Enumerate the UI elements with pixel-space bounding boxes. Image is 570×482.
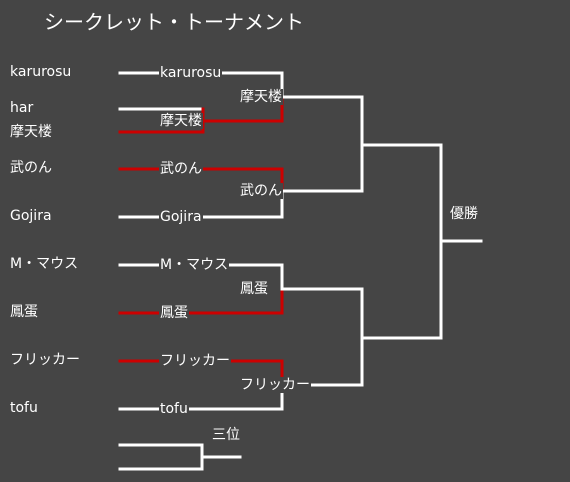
entrant-name: 鳳蛋 xyxy=(10,304,38,320)
entrant-name: karurosu xyxy=(10,64,72,80)
entrant-name: Gojira xyxy=(10,208,52,224)
round2-winner: 摩天楼 xyxy=(239,89,283,105)
champion-label: 優勝 xyxy=(450,206,478,222)
entrant-name: フリッカー xyxy=(10,352,80,368)
r1-line-houtan xyxy=(198,287,284,315)
semi-line-top xyxy=(360,143,443,243)
round1-winner: 摩天楼 xyxy=(159,113,203,129)
page-title: シークレット・トーナメント xyxy=(44,10,304,34)
round1-winner: tofu xyxy=(159,401,189,417)
round1-winner: karurosu xyxy=(159,65,223,81)
round2-winner: フリッカー xyxy=(239,377,311,393)
round2-winner: 鳳蛋 xyxy=(239,281,269,297)
round1-winner: フリッカー xyxy=(159,353,231,369)
semi-line-bottom xyxy=(360,239,443,340)
round1-winner: M・マウス xyxy=(159,257,230,273)
r2-line-houtan xyxy=(280,287,364,340)
round1-winner: Gojira xyxy=(159,209,203,225)
round1-winner: 鳳蛋 xyxy=(159,305,189,321)
entrant-name: har xyxy=(10,100,34,116)
third-place-line-top xyxy=(118,443,204,459)
round1-winner: 武のん xyxy=(159,161,203,177)
third-place-label: 三位 xyxy=(212,427,240,443)
r1-line-gojira xyxy=(198,189,284,219)
entrant-name: M・マウス xyxy=(10,256,79,272)
r2-line-takenon xyxy=(280,143,364,193)
r2-line-matenrou xyxy=(280,95,364,147)
round2-winner: 武のん xyxy=(239,183,283,199)
entrant-name: 摩天楼 xyxy=(10,124,52,140)
third-place-line-bottom xyxy=(118,455,204,471)
r1-line-tofu xyxy=(198,383,284,411)
entrant-name: tofu xyxy=(10,400,38,416)
r1-line-matenrou xyxy=(201,95,284,123)
entrant-name: 武のん xyxy=(10,160,52,176)
